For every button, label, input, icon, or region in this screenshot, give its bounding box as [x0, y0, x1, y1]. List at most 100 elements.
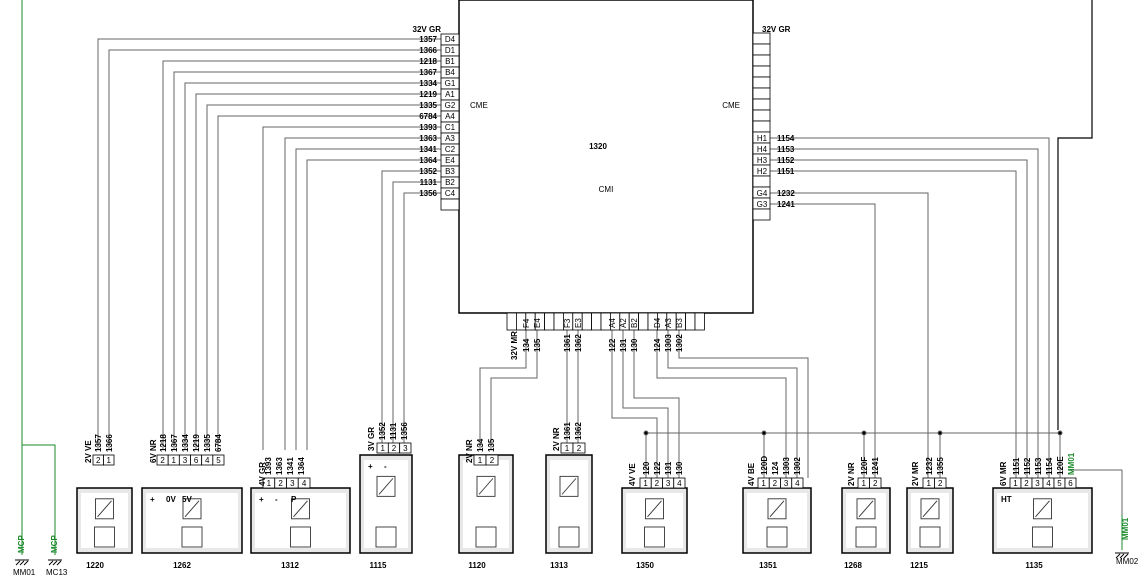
component-pin-label: 1	[761, 479, 766, 488]
ecu-bottom-pin-label: B3	[675, 318, 684, 328]
ecu-left-wire-label: 1364	[419, 156, 437, 165]
wire-1218	[162, 60, 441, 450]
ecu-bottom-wire-label: 135	[533, 338, 542, 352]
component-pin-label: 2	[773, 479, 778, 488]
component-pin-label: 1	[643, 479, 648, 488]
component-wire-label: 1232	[925, 457, 934, 475]
ecu-bottom-pin-cell	[685, 312, 696, 331]
ecu-right-pin-cell	[752, 98, 771, 111]
ecu-bottom-pin-label: A2	[619, 318, 628, 328]
component-id: 1313	[550, 561, 568, 570]
component-pin-label: 3	[1035, 479, 1040, 488]
ecu-bottom-wire-label: 124	[653, 338, 662, 352]
component-pin-label: 1	[380, 444, 385, 453]
bus-junction	[761, 430, 767, 436]
ecu-right-wire-label: 1152	[777, 156, 795, 165]
component-wire-label: 1335	[203, 434, 212, 452]
component-face	[463, 460, 509, 548]
ecu-left-pin-label: A3	[445, 134, 455, 143]
component-wire-label: 1367	[170, 434, 179, 452]
component-wire-label: 1302	[793, 457, 802, 475]
component-id: 1135	[1025, 561, 1043, 570]
component-symbol-label: P	[291, 495, 297, 504]
ground-ref-2: MC13	[46, 568, 68, 577]
component-pin-label: 4	[302, 479, 307, 488]
wire-1153	[770, 148, 1039, 478]
wire-134	[479, 330, 527, 450]
component-icon-frame	[375, 526, 397, 548]
ecu-left-pin-label: B3	[445, 167, 455, 176]
component-wire-label: 135	[487, 438, 496, 452]
ecu-bottom-wire-label: 131	[619, 338, 628, 352]
component-pin-label: 2	[1024, 479, 1029, 488]
component-pin-label: 2	[278, 479, 283, 488]
wire-1152	[770, 159, 1028, 478]
ecu-right-wire-label: 1151	[777, 167, 795, 176]
component-wire-label: 122	[653, 461, 662, 475]
component-id: 1220	[86, 561, 104, 570]
component-pin-label: 4	[795, 479, 800, 488]
component-wire-label: 1356	[400, 422, 409, 440]
wire-1219	[195, 93, 441, 450]
component-pin-label: 2	[655, 479, 660, 488]
component-wire-label: 124	[771, 461, 780, 475]
component-icon-frame	[475, 526, 497, 548]
wire-1303	[667, 330, 798, 478]
component-wire-label: 130	[675, 461, 684, 475]
wire-1302	[678, 330, 809, 478]
ecu-left-wire-label: 1367	[419, 68, 437, 77]
component-wire-label: 134	[476, 438, 485, 452]
ecu-left-pin-label: C1	[445, 123, 456, 132]
ecu-bottom-pin-cell	[506, 312, 517, 331]
ecu-bottom-pin-cell	[544, 312, 555, 331]
ecu-bottom-wire-label: 1302	[675, 334, 684, 352]
component-connector-label: 2V VE	[84, 440, 93, 463]
component-wire-label: MM01	[1067, 452, 1076, 475]
wire-1131	[392, 181, 441, 450]
ecu-right-pin-cell	[752, 43, 771, 56]
ecu-zone-center: CMI	[599, 185, 614, 194]
wire-135	[490, 330, 538, 450]
component-connector-label: 2V NR	[847, 462, 856, 486]
component-symbol-stroke	[561, 478, 577, 495]
ecu-right-pin-cell	[752, 175, 771, 188]
component-connector-label: 6V MR	[999, 461, 1008, 486]
component-pin-cell	[1064, 477, 1077, 489]
component-pin-cell	[869, 477, 882, 489]
grounds: MCP MCP MM01 MC13 MM01 MM02	[13, 0, 1139, 577]
component-symbol-label: 0V	[166, 495, 176, 504]
component-wire-label: 120E	[1056, 456, 1065, 475]
component-pin-label: 3	[784, 479, 789, 488]
component-connector-label: 6V NR	[149, 439, 158, 463]
ground-ref-1: MM01	[13, 568, 36, 577]
component-pin-label: 1	[862, 479, 867, 488]
wire-1335	[206, 104, 441, 450]
component-wire-label: 1153	[1034, 457, 1043, 475]
wire-1151	[770, 170, 1017, 478]
component-symbol-label: +	[368, 462, 373, 471]
component-pin-cell	[485, 454, 499, 466]
wire-1232	[770, 192, 929, 478]
component-wire-label: 1393	[264, 457, 273, 475]
ground-wire-mc13	[22, 444, 56, 555]
component-icon-frame	[855, 526, 877, 548]
component-symbol	[559, 475, 579, 497]
component-wire-label: 1364	[297, 457, 306, 475]
component-id: 1215	[910, 561, 928, 570]
component-icon-frame	[766, 526, 788, 548]
component-symbol-label: +	[259, 495, 264, 504]
component-connector-label: 4V GR	[258, 462, 267, 486]
ecu-left-pin-label: A4	[445, 112, 455, 121]
component-pin-label: 1	[172, 456, 177, 465]
ecu-right-connector-label: 32V GR	[762, 25, 791, 34]
wire-mm01-ground	[1071, 469, 1123, 515]
wire-1352	[381, 170, 441, 450]
ecu-right-pin-label: H4	[757, 145, 768, 154]
component-symbol	[767, 498, 787, 520]
ecu-bottom-pin-cell	[581, 312, 593, 331]
component-symbol	[291, 498, 310, 520]
component-symbol-stroke	[1035, 500, 1050, 518]
